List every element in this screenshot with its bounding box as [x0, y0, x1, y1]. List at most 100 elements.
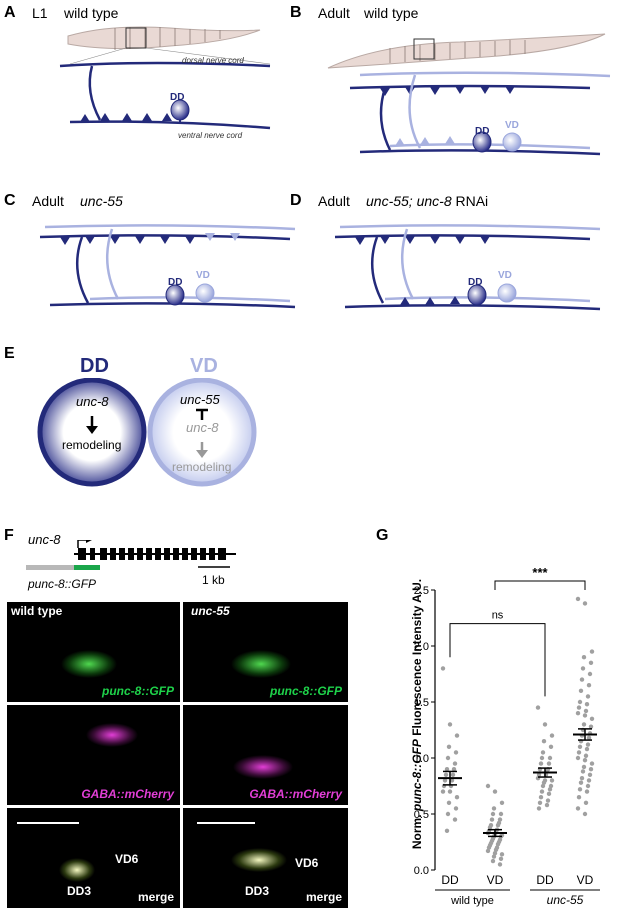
promoter-bar — [26, 565, 74, 570]
data-point — [485, 848, 491, 854]
dorsal-cord — [59, 61, 271, 68]
unc55-scale-bar — [197, 822, 255, 824]
f-scale-label: 1 kb — [202, 573, 225, 587]
ns-bracket — [449, 623, 546, 697]
panel-c-letter: C — [4, 192, 16, 209]
data-point — [539, 789, 545, 794]
data-point — [549, 778, 555, 783]
data-point — [491, 806, 497, 811]
panel-a-diagram — [59, 26, 271, 130]
data-point — [447, 722, 453, 727]
dorsal-cord-label: dorsal nerve cord — [182, 56, 244, 65]
panel-a-letter: A — [4, 4, 16, 21]
data-point — [499, 800, 505, 805]
data-point — [575, 755, 581, 761]
data-point — [587, 772, 593, 777]
data-point — [582, 811, 588, 817]
data-point — [582, 758, 588, 763]
y-tick-label: 1.5 — [414, 697, 429, 709]
col-label-unc55: unc-55 — [191, 604, 230, 618]
worm-body — [67, 26, 261, 50]
data-point — [490, 858, 496, 864]
data-point — [541, 739, 547, 744]
data-point — [446, 744, 452, 749]
data-point — [575, 711, 581, 716]
row-label-mcherry-unc55: GABA::mCherry — [249, 787, 342, 801]
data-point — [584, 789, 590, 794]
f-reporter-label: punc-8::GFP — [28, 577, 97, 591]
data-point — [537, 800, 543, 805]
data-point — [581, 764, 587, 770]
unc55-dd3-label: DD3 — [245, 884, 270, 898]
data-point — [582, 713, 588, 718]
wt-vd6-label: VD6 — [115, 852, 139, 866]
wt-scale-bar — [17, 822, 79, 824]
data-point — [548, 744, 554, 749]
data-point — [495, 842, 501, 847]
row-label-mcherry-wt: GABA::mCherry — [81, 787, 174, 801]
data-point — [492, 851, 498, 856]
row-label-gfp-wt: punc-8::GFP — [102, 684, 174, 698]
panel-b-stage: Adult — [318, 5, 350, 21]
data-point — [538, 761, 544, 766]
data-point — [540, 750, 546, 755]
star-bracket — [494, 580, 586, 590]
panel-e-letter: E — [4, 345, 15, 362]
micro-wt-merge: VD6 DD3 merge — [7, 808, 180, 908]
data-point — [452, 817, 458, 822]
panel-a-stage: L1 — [32, 5, 48, 21]
row-label-merge-unc55: merge — [305, 890, 342, 904]
data-point — [588, 724, 594, 729]
row-label-merge-wt: merge — [137, 890, 174, 904]
data-point — [447, 789, 453, 794]
data-point — [536, 772, 542, 777]
ventral-cord — [69, 120, 271, 130]
data-point — [546, 791, 552, 797]
panel-b-letter: B — [290, 4, 302, 21]
data-point — [587, 671, 593, 677]
data-point — [539, 755, 545, 761]
data-point — [575, 806, 581, 811]
y-tick-label: 1.0 — [414, 753, 429, 765]
micro-wt-gfp: wild type punc-8::GFP — [7, 602, 180, 702]
panel-d-stage: Adult — [318, 193, 350, 209]
data-point — [576, 795, 582, 800]
data-point — [486, 845, 492, 850]
data-point — [544, 802, 550, 808]
data-point — [491, 854, 497, 859]
panel-e-dd-title: DD — [80, 355, 109, 377]
data-point — [445, 811, 451, 817]
data-point — [582, 601, 588, 606]
data-point — [589, 649, 595, 654]
data-point — [583, 708, 589, 714]
data-point — [497, 862, 503, 867]
x-category-label: VD — [577, 873, 594, 887]
panel-d-genotype: unc-55; unc-8 RNAi — [366, 193, 488, 209]
panel-c-dd-label: DD — [168, 277, 183, 288]
data-point — [485, 783, 491, 789]
data-point — [579, 775, 585, 781]
data-point — [444, 828, 450, 833]
data-point — [585, 742, 591, 747]
e-vd-regulator: unc-55 — [180, 392, 220, 407]
data-point — [579, 677, 585, 682]
data-point — [577, 699, 583, 705]
data-point — [449, 778, 455, 783]
data-point — [540, 783, 546, 789]
data-point — [589, 716, 595, 721]
data-point — [444, 767, 450, 772]
significance-label: *** — [532, 565, 548, 580]
panel-b-vd-label: VD — [505, 120, 519, 131]
y-tick-label: 2.0 — [414, 641, 429, 653]
x-group-label: wild type — [450, 895, 494, 907]
data-point — [538, 795, 544, 800]
gfp-bar — [74, 565, 100, 570]
data-point — [493, 847, 499, 853]
micro-unc55-mcherry: GABA::mCherry — [183, 705, 348, 805]
vd-cell-circle — [147, 378, 257, 487]
panel-d-vd-label: VD — [498, 270, 512, 281]
data-point — [535, 705, 541, 710]
x-category-label: DD — [536, 873, 554, 887]
data-point — [453, 806, 459, 811]
panel-c-vd-label: VD — [196, 270, 210, 281]
